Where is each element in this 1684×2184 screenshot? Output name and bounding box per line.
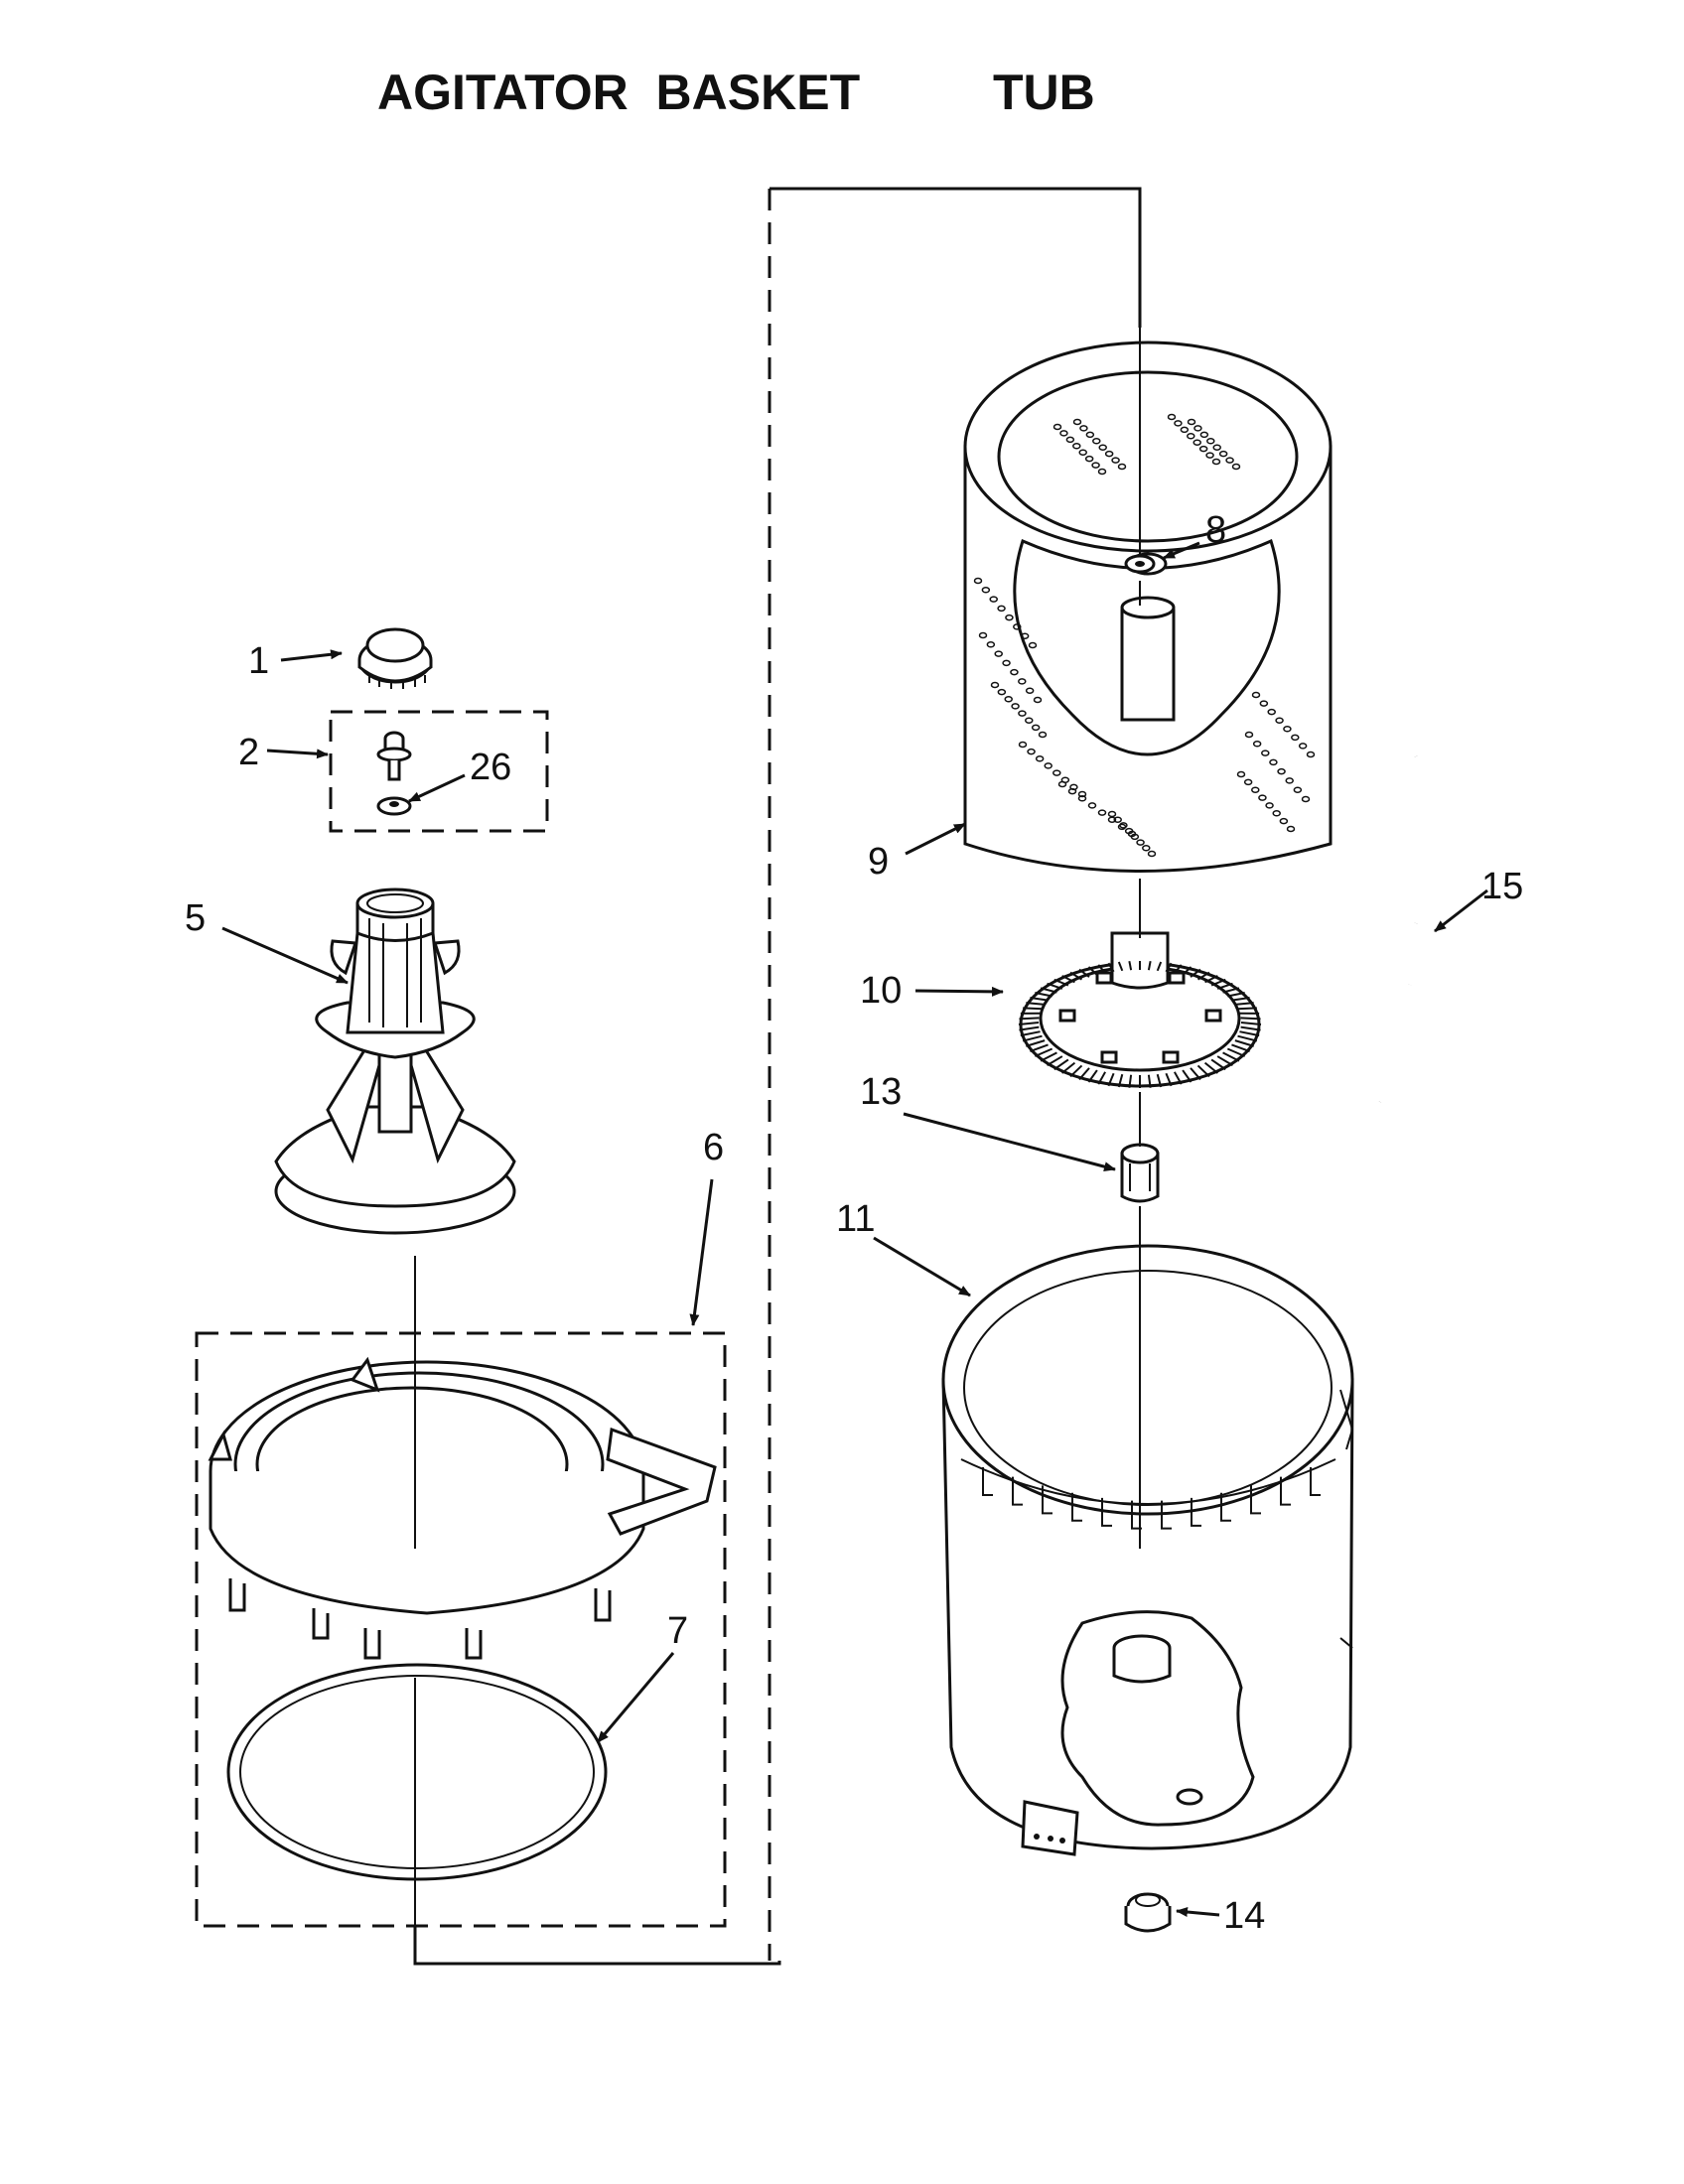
callout-8: 8: [1205, 509, 1226, 551]
part-2-bolt: [376, 731, 412, 781]
part-10-drive-plate: [1019, 931, 1261, 1088]
part-9-basket-holes: [973, 413, 1316, 858]
part-26-washer: [376, 796, 412, 816]
part-15-hose: [1377, 755, 1426, 1104]
callout-14: 14: [1223, 1895, 1265, 1937]
callout-2: 2: [238, 732, 259, 773]
part-5-agitator: [274, 887, 516, 1235]
callout-26: 26: [470, 747, 511, 788]
part-6-group-box: [195, 1331, 727, 1928]
title-agitator-basket: AGITATOR BASKET: [377, 65, 860, 120]
part-13-coupling: [1120, 1143, 1160, 1203]
callout-7: 7: [667, 1610, 688, 1652]
callout-leaders: [221, 541, 1488, 1917]
title-tub: TUB: [993, 65, 1095, 120]
callout-9: 9: [868, 841, 889, 883]
callout-5: 5: [185, 897, 206, 939]
part-6-shroud-ring: [208, 1356, 717, 1660]
part-2-group-box: [329, 710, 549, 833]
callout-15: 15: [1481, 866, 1523, 907]
part-14-drain-plug: [1124, 1892, 1172, 1933]
part-10-teeth: [1018, 961, 1262, 1088]
part-11-tub-slots: [982, 1467, 1321, 1530]
part-11-tub: [941, 1244, 1354, 1856]
assembly-connector-line: [413, 187, 1142, 1966]
part-8-basket-nut: [1124, 554, 1156, 574]
part-9-basket: [963, 341, 1333, 873]
callout-6: 6: [703, 1127, 724, 1168]
callout-11: 11: [836, 1198, 875, 1240]
callout-13: 13: [860, 1071, 902, 1113]
part-1-agitator-cap: [357, 627, 433, 689]
callout-10: 10: [860, 970, 902, 1012]
part-7-seal-ring: [226, 1663, 608, 1881]
callout-1: 1: [248, 640, 269, 682]
